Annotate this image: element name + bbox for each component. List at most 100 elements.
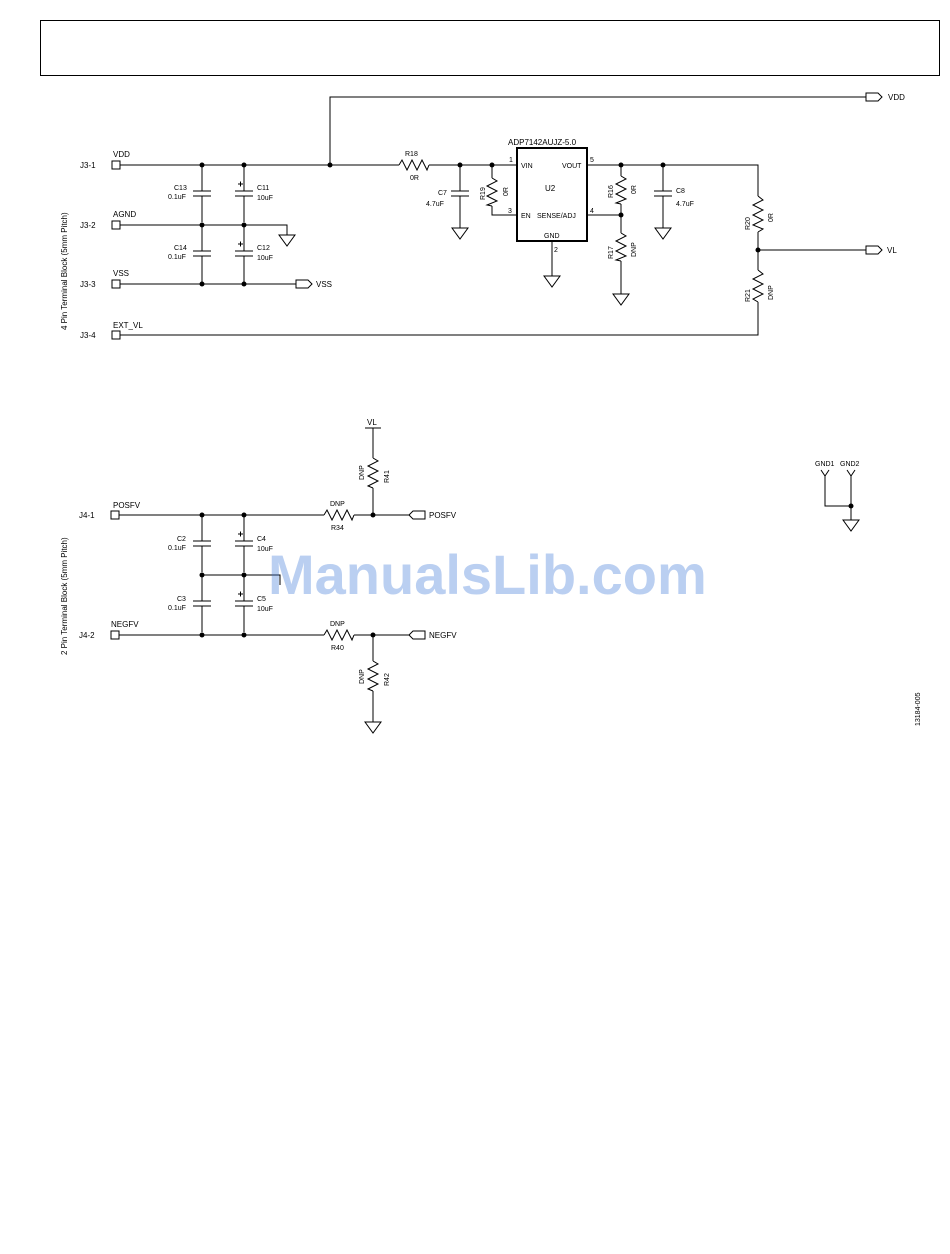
r42-ref: R42 — [384, 673, 391, 686]
r16-ref: R16 — [608, 185, 615, 198]
c13-val: 0.1uF — [168, 194, 186, 201]
wires-block2 — [119, 427, 409, 716]
pin-j3-4: J3-4 — [80, 331, 96, 340]
u2-pin5: 5 — [590, 157, 594, 164]
resistor-r16 — [614, 175, 628, 205]
resistor-r40 — [323, 628, 355, 642]
pin-j4-2: J4-2 — [79, 631, 95, 640]
regulator-u2: ADP7142AUJZ-5.0 U2 VIN VOUT EN SENSE/ADJ… — [508, 138, 594, 254]
net-ext-vl: EXT_VL — [113, 321, 143, 330]
r42-val: DNP — [359, 669, 366, 684]
c14-ref: C14 — [174, 245, 187, 252]
block2-title: 2 Pin Terminal Block (5mm Pitch) — [60, 537, 69, 655]
r34-val: DNP — [330, 501, 345, 508]
c4-ref: C4 — [257, 536, 266, 543]
net-vdd: VDD — [113, 150, 130, 159]
u2-pin4: 4 — [590, 208, 594, 215]
resistor-r18 — [398, 158, 430, 172]
junctions-block1 — [199, 162, 761, 287]
net-agnd: AGND — [113, 210, 136, 219]
r19-ref: R19 — [480, 187, 487, 200]
resistor-r42 — [366, 660, 380, 692]
u2-ref: U2 — [545, 184, 556, 193]
u2-en: EN — [521, 213, 531, 220]
header-frame — [40, 20, 940, 76]
r17-val: DNP — [631, 242, 638, 257]
u2-part: ADP7142AUJZ-5.0 — [508, 138, 577, 147]
c8-ref: C8 — [676, 188, 685, 195]
block1-title: 4 Pin Terminal Block (5mm Pitch) — [60, 212, 69, 330]
block-2pin-terminal: 2 Pin Terminal Block (5mm Pitch) J4-1 J4… — [60, 418, 457, 734]
r21-ref: R21 — [745, 289, 752, 302]
r20-ref: R20 — [745, 217, 752, 230]
c12-ref: C12 — [257, 245, 270, 252]
pin-j4-1: J4-1 — [79, 511, 95, 520]
vl-label: VL — [367, 418, 377, 427]
pin-j3-3: J3-3 — [80, 280, 96, 289]
c13-ref: C13 — [174, 185, 187, 192]
gnd-testpoints: GND1 GND2 — [815, 461, 860, 532]
c2-val: 0.1uF — [168, 545, 186, 552]
resistor-r34 — [323, 508, 355, 522]
port-posfv: POSFV — [408, 510, 457, 520]
svg-text:VDD: VDD — [888, 93, 905, 102]
r20-val: 0R — [768, 213, 775, 222]
c5-ref: C5 — [257, 596, 266, 603]
c7-ref: C7 — [438, 190, 447, 197]
c12-val: 10uF — [257, 255, 273, 262]
u2-vout: VOUT — [562, 163, 582, 170]
c14-val: 0.1uF — [168, 254, 186, 261]
r19-val: 0R — [503, 187, 510, 196]
port-vl: VL — [865, 245, 897, 255]
wires-block1 — [120, 96, 866, 336]
svg-text:VSS: VSS — [316, 280, 332, 289]
port-vdd: VDD — [865, 92, 905, 102]
r40-ref: R40 — [331, 645, 344, 652]
r40-val: DNP — [330, 621, 345, 628]
figure-code: 13184-005 — [915, 692, 922, 726]
svg-text:VL: VL — [887, 246, 897, 255]
u2-sense: SENSE/ADJ — [537, 213, 576, 220]
r18-val: 0R — [410, 175, 419, 182]
resistor-r41 — [366, 457, 380, 489]
c11-val: 10uF — [257, 195, 273, 202]
u2-gnd: GND — [544, 233, 560, 240]
r41-ref: R41 — [384, 470, 391, 483]
port-vss: VSS — [295, 279, 332, 289]
net-negfv: NEGFV — [111, 620, 139, 629]
u2-pin3: 3 — [508, 208, 512, 215]
resistor-r17 — [614, 232, 628, 262]
resistor-r21 — [751, 269, 765, 303]
pin-j3-1: J3-1 — [80, 161, 96, 170]
net-vss: VSS — [113, 269, 129, 278]
c5-val: 10uF — [257, 606, 273, 613]
r16-val: 0R — [631, 185, 638, 194]
junctions-block2 — [199, 512, 376, 638]
c4-val: 10uF — [257, 546, 273, 553]
svg-text:POSFV: POSFV — [429, 511, 457, 520]
resistor-r20 — [751, 195, 765, 233]
block-4pin-terminal: 4 Pin Terminal Block (5mm Pitch) J3-1 J3… — [60, 92, 905, 340]
c3-val: 0.1uF — [168, 605, 186, 612]
svg-text:NEGFV: NEGFV — [429, 631, 457, 640]
gnd2-label: GND2 — [840, 461, 860, 468]
r17-ref: R17 — [608, 246, 615, 259]
connector-j3: J3-1 J3-2 J3-3 J3-4 VDD AGND VSS EXT_VL — [80, 150, 143, 340]
r18-ref: R18 — [405, 151, 418, 158]
resistor-r19 — [485, 177, 499, 207]
u2-pin2: 2 — [554, 247, 558, 254]
u2-pin1: 1 — [509, 157, 513, 164]
r21-val: DNP — [768, 285, 775, 300]
port-negfv: NEGFV — [408, 630, 457, 640]
net-posfv: POSFV — [113, 501, 141, 510]
pin-j3-2: J3-2 — [80, 221, 96, 230]
c7-val: 4.7uF — [426, 201, 444, 208]
c2-ref: C2 — [177, 536, 186, 543]
gnd1-label: GND1 — [815, 461, 835, 468]
c11-ref: C11 — [257, 185, 269, 192]
u2-vin: VIN — [521, 163, 533, 170]
c3-ref: C3 — [177, 596, 186, 603]
r34-ref: R34 — [331, 525, 344, 532]
r41-val: DNP — [359, 465, 366, 480]
